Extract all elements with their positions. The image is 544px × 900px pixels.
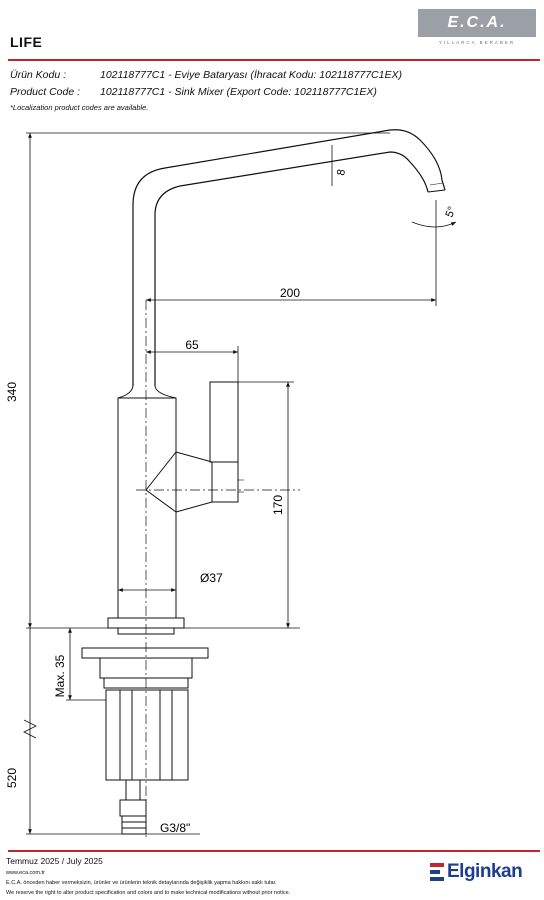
eca-logo: E.C.A. — [418, 9, 536, 37]
footer-website[interactable]: www.eca.com.tr — [6, 870, 45, 876]
dim-hose-length: 520 — [5, 768, 19, 788]
elginkan-mark-icon — [430, 863, 444, 881]
localization-note: *Localization product codes are availabl… — [10, 103, 149, 112]
dim-spout-height: 170 — [271, 495, 285, 515]
dim-body-diameter: Ø37 — [200, 571, 223, 585]
dim-lever-offset: 65 — [185, 338, 199, 352]
footer-disclaimer-en: We reserve the right to alter product sp… — [6, 890, 291, 896]
logo-tagline: YILLARCA BERABER — [438, 40, 516, 45]
header-divider — [8, 59, 540, 61]
dim-spout-reach: 200 — [280, 286, 300, 300]
footer-disclaimer-tr: E.C.A. önceden haber vermeksizin, ürünle… — [6, 880, 277, 886]
technical-drawing: 340 200 65 170 Ø37 8 5° Max. 35 520 G3/8… — [5, 129, 459, 840]
product-code-en-value: 102118777C1 - Sink Mixer (Export Code: 1… — [100, 86, 377, 98]
product-code-tr: Ürün Kodu : 102118777C1 - Eviye Bataryası… — [10, 69, 402, 81]
product-code-en: Product Code : 102118777C1 - Sink Mixer (… — [10, 86, 377, 98]
dim-thread: G3/8" — [160, 821, 190, 835]
elginkan-text: Elginkan — [447, 861, 523, 882]
elginkan-logo: Elginkan — [430, 861, 523, 883]
dim-spout-thickness: 8 — [335, 168, 348, 176]
footer-divider — [8, 850, 540, 852]
logo-text: E.C.A. — [447, 14, 507, 31]
product-title: LIFE — [10, 34, 43, 50]
product-code-tr-value: 102118777C1 - Eviye Bataryası (İhracat K… — [100, 69, 402, 81]
footer-date: Temmuz 2025 / July 2025 — [6, 856, 103, 866]
dim-max-counter: Max. 35 — [53, 654, 67, 697]
product-code-en-label: Product Code : — [10, 86, 81, 98]
dim-total-height: 340 — [5, 382, 19, 402]
dim-angle: 5° — [444, 205, 459, 219]
product-code-tr-label: Ürün Kodu : — [10, 69, 67, 81]
